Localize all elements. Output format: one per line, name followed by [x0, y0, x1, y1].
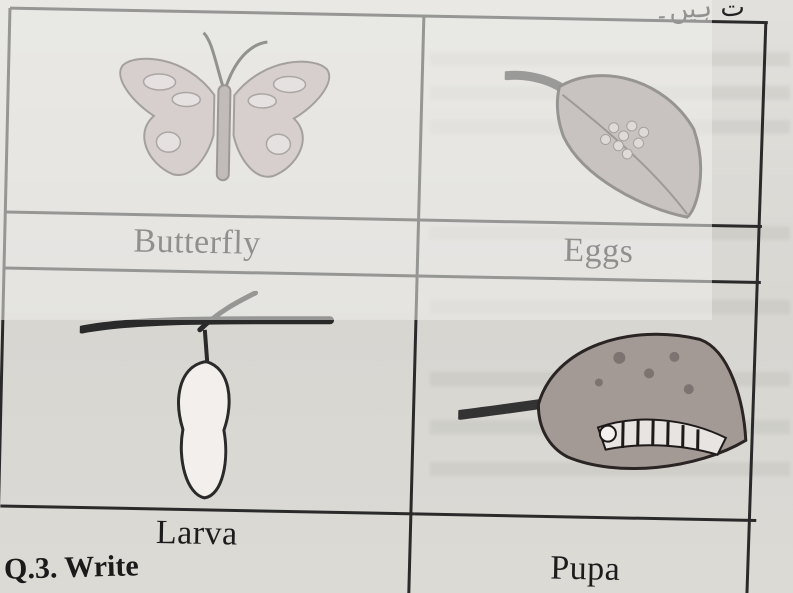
cell-label-butterfly: Butterfly [133, 222, 261, 262]
butterfly-illustration [112, 23, 346, 212]
question-fragment: Q.3. Write [4, 549, 140, 587]
cell-label-larva: Larva [156, 514, 238, 554]
life-cycle-table: Butterfly Eggs Larva [0, 6, 768, 593]
caterpillar-on-leaf-illustration [457, 315, 761, 511]
cell-label-eggs: Eggs [563, 232, 634, 271]
chrysalis-on-twig-illustration [77, 287, 381, 503]
leaf-with-eggs-illustration [502, 56, 715, 220]
cell-label-pupa: Pupa [550, 550, 621, 589]
